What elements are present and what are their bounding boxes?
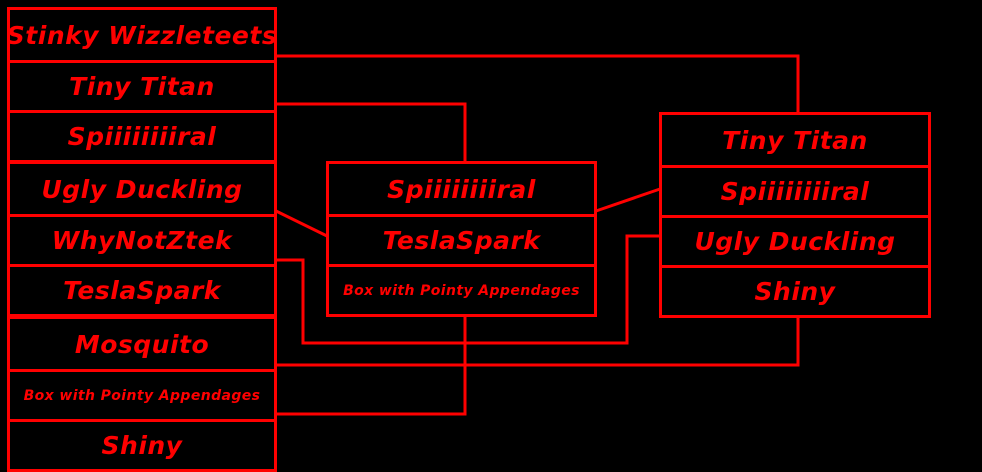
connector-whynotztek <box>275 209 328 238</box>
node-teslaspark[interactable]: TeslaSpark <box>329 214 594 264</box>
node-stinky-wizzleteets[interactable]: Stinky Wizzleteets <box>6 20 278 50</box>
node-teslaspark[interactable]: TeslaSpark <box>10 264 274 314</box>
connector-spiral <box>276 102 467 161</box>
node-group-d[interactable]: Spiiiiiiiiral TeslaSpark Box with Pointy… <box>326 161 597 317</box>
node-box-pointy-appendages[interactable]: Box with Pointy Appendages <box>10 369 274 419</box>
node-group-b[interactable]: Ugly Duckling WhyNotZtek TeslaSpark <box>7 161 277 317</box>
node-group-c[interactable]: Mosquito Box with Pointy Appendages Shin… <box>7 316 277 472</box>
node-spiral[interactable]: Spiiiiiiiiral <box>387 174 536 204</box>
node-spiral[interactable]: Spiiiiiiiiral <box>10 110 274 160</box>
node-whynotztek[interactable]: WhyNotZtek <box>10 214 274 264</box>
node-group-e[interactable]: Tiny Titan Spiiiiiiiiral Ugly Duckling S… <box>659 112 931 318</box>
node-spiral[interactable]: Spiiiiiiiiral <box>662 165 928 215</box>
node-shiny[interactable]: Shiny <box>10 419 274 469</box>
connector-box-pointy <box>276 310 467 416</box>
node-ugly-duckling[interactable]: Ugly Duckling <box>41 174 243 204</box>
node-mosquito[interactable]: Mosquito <box>74 329 210 359</box>
node-shiny[interactable]: Shiny <box>662 265 928 315</box>
node-box-pointy-appendages[interactable]: Box with Pointy Appendages <box>329 264 594 314</box>
connector-tiny-titan <box>276 54 800 113</box>
connector-shiny <box>276 310 800 367</box>
node-group-a[interactable]: Stinky Wizzleteets Tiny Titan Spiiiiiiii… <box>7 7 277 163</box>
node-ugly-duckling[interactable]: Ugly Duckling <box>662 215 928 265</box>
node-tiny-titan[interactable]: Tiny Titan <box>10 60 274 110</box>
connector-spiral-right <box>595 187 661 213</box>
node-tiny-titan[interactable]: Tiny Titan <box>722 125 868 155</box>
